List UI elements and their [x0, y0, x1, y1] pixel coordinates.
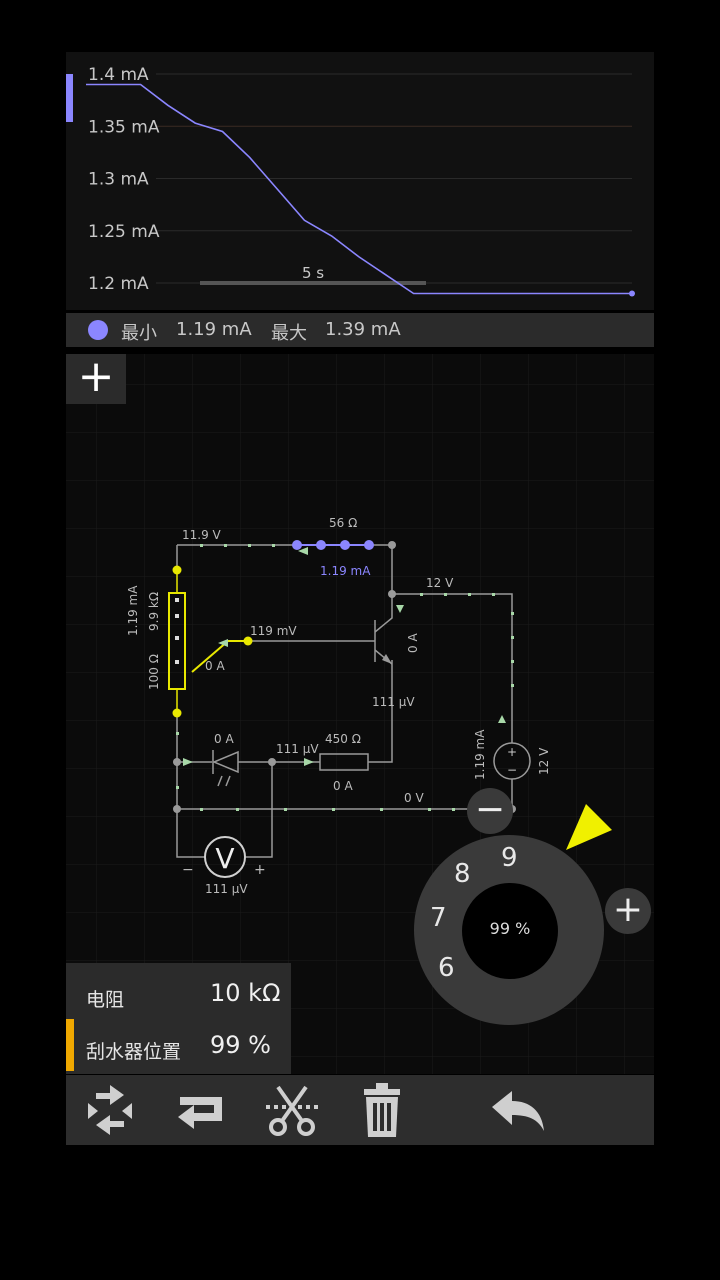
time-label: 5 s	[302, 264, 324, 282]
time-scrollbar[interactable]	[200, 281, 426, 285]
play-triangle-icon[interactable]	[562, 800, 614, 854]
label-i-top: 1.19 mA	[320, 564, 371, 578]
label-emitter-voltage: 111 µV	[372, 695, 415, 709]
label-wiper-current: 0 A	[205, 659, 225, 673]
min-label: 最小	[121, 323, 157, 344]
label-source-current: 1.19 mA	[473, 729, 487, 780]
label-wiper-voltage: 119 mV	[250, 624, 297, 638]
dial-value: 99 %	[489, 919, 531, 938]
decrement-button[interactable]: −	[467, 788, 513, 834]
series-end-point	[629, 290, 635, 297]
label-meter-minus: −	[182, 862, 194, 878]
label-pot-lower: 100 Ω	[147, 654, 161, 690]
label-source-voltage: 12 V	[537, 747, 551, 775]
dial-number-8: 8	[454, 859, 471, 889]
label-pot-resistance: 9.9 kΩ	[147, 592, 161, 631]
undo-icon[interactable]	[488, 1081, 548, 1139]
svg-text:−: −	[507, 763, 517, 777]
resistance-label: 电阻	[86, 989, 125, 1011]
led[interactable]	[212, 750, 239, 787]
voltmeter-symbol: V	[215, 842, 234, 875]
increment-button[interactable]: +	[605, 888, 651, 934]
series-line	[86, 83, 632, 295]
label-pot-current: 1.19 mA	[126, 585, 140, 636]
wiper-value: 99 %	[210, 1031, 271, 1059]
graph-selection-bar	[66, 74, 73, 122]
y-tick-label: 1.4 mA	[88, 65, 149, 85]
label-r-top: 56 Ω	[329, 516, 357, 530]
dial-number-6: 6	[438, 953, 455, 983]
flip-icon[interactable]	[172, 1081, 232, 1139]
series-dot[interactable]	[88, 320, 108, 340]
dial-number-7: 7	[430, 903, 447, 933]
resistance-value: 10 kΩ	[210, 979, 281, 1007]
wiper-dial[interactable]: 99 % 6 7 8 9	[414, 835, 604, 1025]
label-r-mid: 450 Ω	[325, 732, 361, 746]
label-collector-current: 0 A	[406, 633, 420, 653]
wiper-row[interactable]: 刮水器位置 99 %	[66, 1019, 291, 1071]
graph-legend: 最小 1.19 mA 最大 1.39 mA	[66, 313, 654, 347]
svg-text:+: +	[507, 745, 517, 759]
dial-number-9: 9	[501, 843, 518, 873]
y-tick-label: 1.25 mA	[88, 222, 160, 242]
label-ground-voltage: 0 V	[404, 791, 424, 805]
dial-center: 99 %	[462, 883, 558, 979]
rotate-icon[interactable]	[80, 1081, 140, 1139]
add-graph-button[interactable]: +	[66, 354, 126, 404]
label-meter-plus: +	[254, 862, 266, 878]
wiper-label: 刮水器位置	[86, 1041, 182, 1063]
current-graph[interactable]: 1.4 mA 1.35 mA 1.3 mA 1.25 mA 1.2 mA 5 s	[66, 52, 654, 310]
y-tick-label: 1.35 mA	[88, 117, 160, 137]
bottom-toolbar	[66, 1075, 654, 1145]
graph-svg: 1.4 mA 1.35 mA 1.3 mA 1.25 mA 1.2 mA 5 s	[66, 65, 635, 297]
voltage-source[interactable]: + −	[493, 736, 531, 786]
label-r-mid-current: 0 A	[333, 779, 353, 793]
max-label: 最大	[271, 323, 307, 344]
y-tick-label: 1.3 mA	[88, 170, 149, 190]
delete-icon[interactable]	[352, 1081, 412, 1139]
label-led-current: 0 A	[214, 732, 234, 746]
resistor-56-highlight[interactable]	[292, 540, 374, 550]
properties-panel: 电阻 10 kΩ 刮水器位置 99 %	[66, 963, 291, 1074]
label-meter-reading: 111 µV	[205, 882, 248, 896]
max-value: 1.39 mA	[325, 319, 401, 340]
resistor-450[interactable]	[319, 753, 369, 771]
resistance-row[interactable]: 电阻 10 kΩ	[66, 967, 291, 1019]
label-led-voltage: 111 µV	[276, 742, 319, 756]
y-tick-label: 1.2 mA	[88, 274, 149, 294]
cut-icon[interactable]	[262, 1081, 322, 1139]
selected-indicator	[66, 1019, 74, 1071]
label-v-top-left: 11.9 V	[182, 528, 222, 542]
min-value: 1.19 mA	[176, 319, 252, 340]
label-v-right: 12 V	[426, 576, 454, 590]
voltmeter[interactable]	[204, 836, 246, 878]
